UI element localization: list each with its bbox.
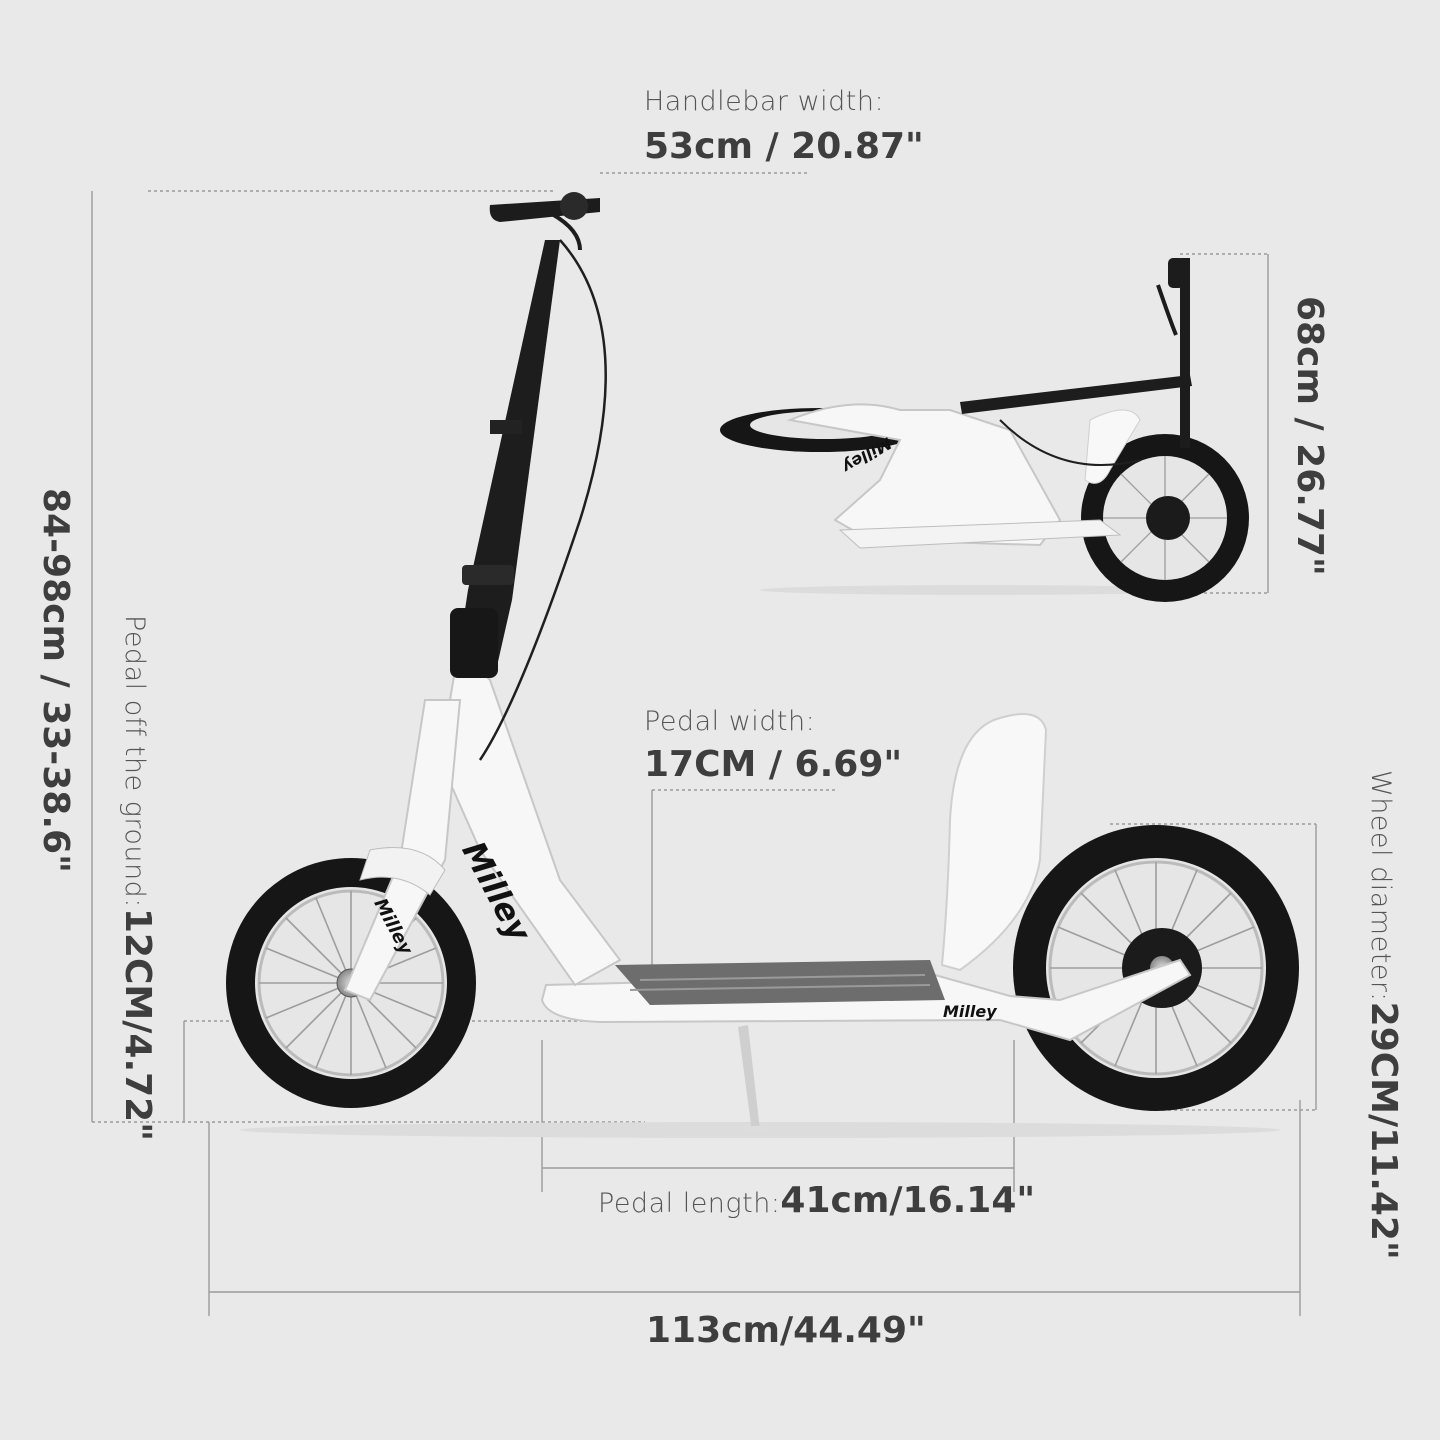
pedal-off-ground-text: Pedal off the ground:12CM/4.72" [117,615,158,1141]
folded-deck [838,519,1122,549]
pedal-length-value: 41cm/16.14" [780,1180,1036,1221]
folded-rear-wheel [1081,434,1249,602]
folded-stem [960,375,1192,414]
wheel-diameter-text: Wheel diameter:29CM/11.42" [1363,770,1404,1260]
brake-lever [551,212,582,251]
pedal-width-value: 17CM / 6.69" [644,744,903,785]
pedal-length-label: Pedal length: [598,1188,781,1219]
wheel-diameter-label: Wheel diameter: [1365,770,1396,1002]
front-fender [359,847,446,896]
handlebar-width-value: 53cm / 20.87" [644,126,924,167]
pedal-off-ground-value: 12CM/4.72" [117,907,158,1141]
total-height-value: 84-98cm / 33-38.6" [35,488,76,873]
pedal-off-ground-label: Pedal off the ground: [119,615,150,908]
kickstand [738,1025,760,1132]
pedal-length-text: Pedal length:41cm/16.14" [598,1180,1035,1221]
deck-grip [615,960,945,1005]
brake-cable [478,239,607,761]
wheel-diameter-value: 29CM/11.42" [1363,1001,1404,1260]
pedal-width-label: Pedal width: [644,706,816,737]
brand-logo-deck: Milley [943,1002,997,1021]
rear-fender [940,713,1048,972]
handlebar-width-label: Handlebar width: [644,86,885,117]
total-length-value: 113cm/44.49" [646,1310,926,1351]
folded-height-value: 68cm / 26.77" [1289,296,1330,576]
